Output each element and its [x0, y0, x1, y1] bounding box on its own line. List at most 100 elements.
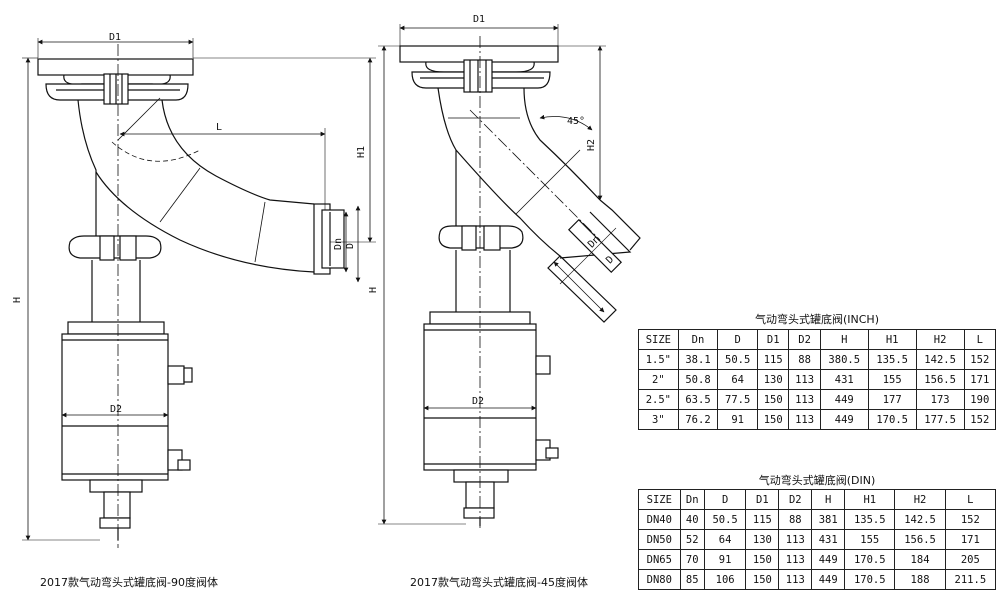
table-cell: 449 [819, 389, 869, 410]
table-cell: 130 [745, 529, 780, 550]
caption-90-valve: 2017款气动弯头式罐底阀-90度阀体 [40, 576, 218, 589]
valve-90-drawing [22, 38, 376, 548]
table-cell: 150 [757, 409, 790, 430]
label-H1: H1 [356, 146, 367, 158]
table-cell: 50.8 [677, 369, 719, 390]
table-header-cell: D1 [745, 489, 780, 510]
table-cell: 150 [745, 569, 780, 590]
table-cell: 2.5" [638, 389, 679, 410]
label-D2-left: D2 [110, 404, 122, 415]
table-cell: 106 [703, 569, 747, 590]
table-cell: 152 [963, 409, 997, 430]
table-cell: 173 [915, 389, 965, 410]
table-cell: 85 [679, 569, 705, 590]
table-cell: 381 [811, 509, 846, 530]
label-Dn-left: Dn [333, 238, 344, 250]
table-cell: 135.5 [867, 349, 917, 370]
table-cell: 113 [788, 369, 821, 390]
table-cell: 3" [638, 409, 679, 430]
valve-45-drawing [378, 24, 641, 530]
table-header-cell: SIZE [638, 329, 679, 350]
table-cell: 76.2 [677, 409, 719, 430]
table-cell: 449 [811, 569, 846, 590]
table-header-cell: H [811, 489, 846, 510]
table-cell: 190 [963, 389, 997, 410]
table-header-cell: D2 [788, 329, 821, 350]
table-cell: 205 [944, 549, 997, 570]
label-H-right: H [368, 287, 379, 293]
table-cell: 64 [717, 369, 759, 390]
table-cell: 171 [963, 369, 997, 390]
table-header-cell: D1 [757, 329, 790, 350]
table-cell: 91 [717, 409, 759, 430]
table-cell: 113 [778, 549, 813, 570]
table-cell: 211.5 [944, 569, 997, 590]
table-cell: 38.1 [677, 349, 719, 370]
table-cell: 52 [679, 529, 705, 550]
table-cell: 431 [811, 529, 846, 550]
table-cell: 40 [679, 509, 705, 530]
table-cell: DN40 [638, 509, 681, 530]
table-cell: 63.5 [677, 389, 719, 410]
table-cell: 142.5 [894, 509, 946, 530]
table-cell: 88 [778, 509, 813, 530]
table-cell: 113 [778, 569, 813, 590]
table-inch-title: 气动弯头式罐底阀(INCH) [754, 313, 879, 326]
table-cell: 449 [811, 549, 846, 570]
table-cell: 150 [757, 389, 790, 410]
table-header-cell: L [963, 329, 997, 350]
table-header-cell: H1 [844, 489, 896, 510]
table-cell: 170.5 [844, 569, 896, 590]
table-cell: 177.5 [915, 409, 965, 430]
table-cell: 171 [944, 529, 997, 550]
table-cell: 135.5 [844, 509, 896, 530]
table-cell: 177 [867, 389, 917, 410]
table-header-cell: L [944, 489, 997, 510]
table-cell: 449 [819, 409, 869, 430]
caption-45-valve: 2017款气动弯头式罐底阀-45度阀体 [410, 576, 588, 589]
label-D2-right: D2 [472, 396, 484, 407]
table-cell: 142.5 [915, 349, 965, 370]
table-header-cell: H2 [915, 329, 965, 350]
label-D-left: D [345, 243, 356, 249]
table-cell: 156.5 [894, 529, 946, 550]
table-cell: 91 [703, 549, 747, 570]
table-cell: 188 [894, 569, 946, 590]
table-cell: 431 [819, 369, 869, 390]
table-cell: 155 [844, 529, 896, 550]
table-cell: 152 [944, 509, 997, 530]
table-header-cell: SIZE [638, 489, 681, 510]
table-header-cell: H [819, 329, 869, 350]
label-angle-45: 45° [567, 116, 585, 127]
table-cell: 113 [788, 409, 821, 430]
table-cell: 380.5 [819, 349, 869, 370]
table-cell: 2" [638, 369, 679, 390]
table-header-cell: Dn [677, 329, 719, 350]
table-header-cell: H2 [894, 489, 946, 510]
table-cell: DN65 [638, 549, 681, 570]
table-cell: 115 [745, 509, 780, 530]
table-header-cell: D2 [778, 489, 813, 510]
table-header-cell: Dn [679, 489, 705, 510]
table-cell: 64 [703, 529, 747, 550]
table-header-cell: H1 [867, 329, 917, 350]
table-cell: 115 [757, 349, 790, 370]
table-cell: 50.5 [703, 509, 747, 530]
label-D1-right: D1 [473, 14, 485, 25]
table-cell: 88 [788, 349, 821, 370]
table-cell: 156.5 [915, 369, 965, 390]
table-cell: 170.5 [867, 409, 917, 430]
table-cell: 77.5 [717, 389, 759, 410]
label-H2: H2 [586, 139, 597, 151]
table-cell: 113 [778, 529, 813, 550]
